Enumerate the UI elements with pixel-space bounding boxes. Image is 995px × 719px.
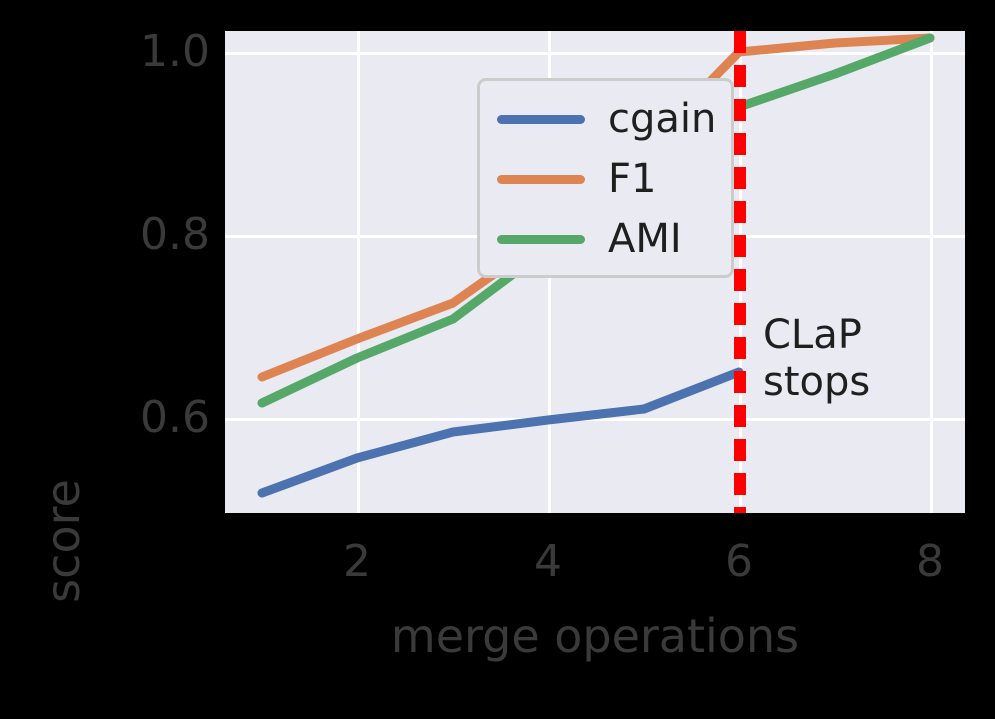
x-axis-label: merge operations [390,609,800,663]
y-tick-label-0-8: 0.8 [140,209,210,260]
y-axis-ticks: 1.0 0.8 0.6 [85,0,210,719]
clap-stops-annotation: CLaP stops [763,312,871,406]
legend-swatch-f1 [497,174,585,184]
gridline-vertical-x8 [930,31,933,513]
y-tick-label-1-0: 1.0 [140,26,210,77]
y-axis-label: score [36,479,90,603]
legend-label-f1: F1 [608,156,657,202]
legend-swatch-ami [497,234,585,244]
x-tick-label-2: 2 [343,536,371,587]
x-tick-label-4: 4 [534,536,562,587]
gridline-horizontal-y0-6 [225,418,965,421]
y-axis-label-host: score [36,220,90,603]
gridline-vertical-x2 [357,31,360,513]
x-tick-label-8: 8 [916,536,944,587]
clap-stop-vline [734,31,746,513]
legend-item-ami: AMI [480,211,731,267]
gridline-horizontal-y1-0 [225,52,965,55]
legend-label-ami: AMI [608,216,682,262]
legend-item-cgain: cgain [480,91,731,147]
legend: cgain F1 AMI [477,78,734,278]
legend-label-cgain: cgain [608,96,717,142]
y-tick-label-0-6: 0.6 [140,392,210,443]
plot-area: cgain F1 AMI [225,31,965,513]
x-tick-label-6: 6 [725,536,753,587]
line-series-cgain [257,367,744,498]
legend-item-f1: F1 [480,151,731,207]
legend-swatch-cgain [497,114,585,124]
